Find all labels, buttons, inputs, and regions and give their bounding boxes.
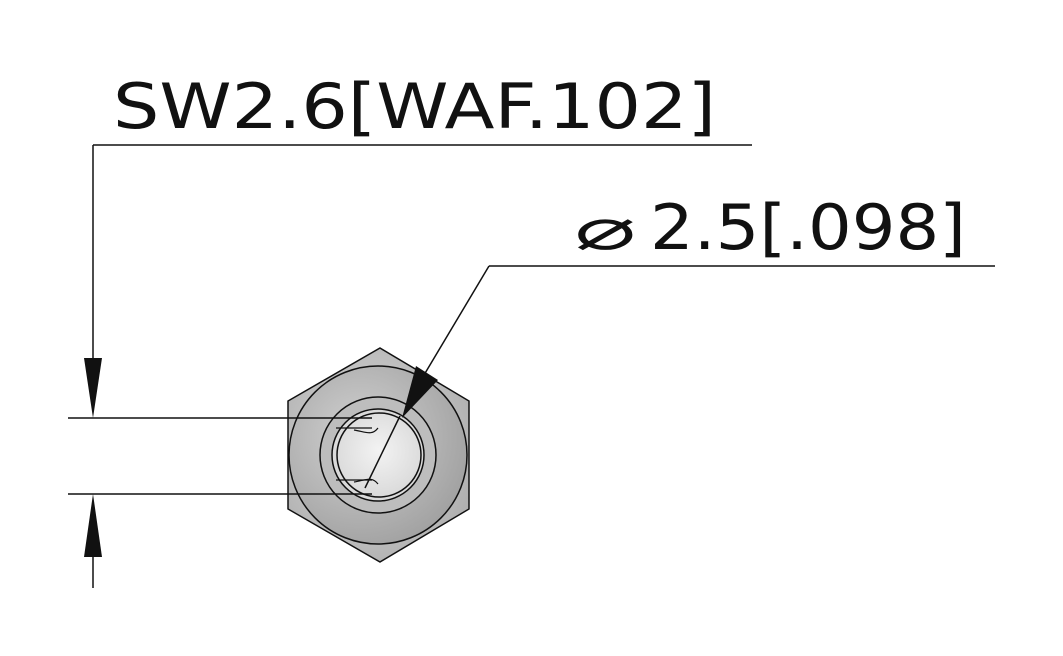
inner-bore-circle <box>336 412 422 498</box>
diameter-dimension-label: 2.5[.098] <box>650 191 966 264</box>
waf-arrowhead-bottom <box>84 494 102 557</box>
diameter-symbol: ⌀ <box>574 195 636 263</box>
waf-dimension <box>68 144 752 588</box>
waf-arrowhead-top <box>84 358 102 418</box>
dia-leader-diagonal <box>420 265 490 381</box>
dia-arrowhead <box>402 366 438 418</box>
dia-leader-through-bore <box>364 415 401 489</box>
hex-nut-view <box>287 347 470 563</box>
diameter-dimension <box>364 265 995 489</box>
bore-notch <box>353 427 379 485</box>
waf-dimension-label: SW2.6[WAF.102] <box>113 70 716 143</box>
